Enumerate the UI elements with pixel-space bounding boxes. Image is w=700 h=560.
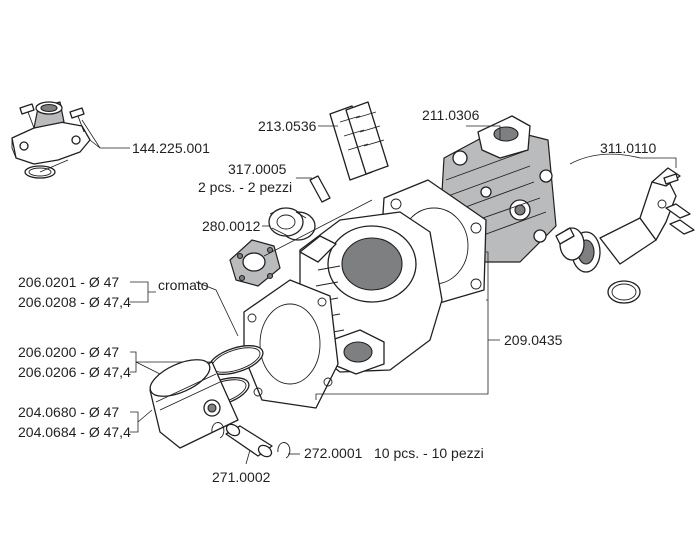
needle-bearing [268,207,316,241]
leader-209 [315,251,500,400]
manifold-screw-right [69,107,85,133]
label-cromato: cromato [158,277,209,293]
fitting-screws-right [665,203,695,235]
label-206-0201: 206.0201 - Ø 47 [18,274,119,290]
label-213-0536: 213.0536 [258,118,317,134]
label-206-0208: 206.0208 - Ø 47,4 [18,294,131,310]
leader-cromato [195,281,239,337]
circlip-left [211,422,225,439]
label-206-0200: 206.0200 - Ø 47 [18,344,119,360]
label-271-0002: 271.0002 [212,469,271,485]
dowel-pin [296,175,331,203]
piston [149,359,239,449]
label-272-0001: 272.0001 [304,445,363,461]
circlip-right [277,442,300,459]
leader-206-a [130,281,156,303]
leader-flange [263,199,373,257]
hose-clamp [555,227,585,261]
label-280-0012: 280.0012 [202,218,261,234]
label-209-0435: 209.0435 [504,332,563,348]
label-204-0684: 204.0684 - Ø 47,4 [18,424,131,440]
leader-271 [245,449,251,465]
label-206-0206: 206.0206 - Ø 47,4 [18,364,131,380]
leader-204 [130,409,153,433]
base-gasket [243,279,339,409]
reed-petal-pair [329,101,389,181]
label-144-225-001: 144.225.001 [132,140,210,156]
fitting-o-ring [607,280,641,304]
label-317-0005: 317.0005 [228,161,287,177]
intake-manifold [11,101,91,179]
label-204-0680: 204.0680 - Ø 47 [18,404,119,420]
leader-144 [39,119,130,173]
label-211-0306: 211.0306 [422,107,480,123]
cylinder [299,211,443,375]
leader-311 [569,153,677,168]
label-317-qty: 2 pcs. - 2 pezzi [198,179,292,195]
piston-pin [225,423,273,458]
leader-211 [466,125,501,140]
label-311-0110: 311.0110 [600,140,657,156]
label-272-qty: 10 pcs. - 10 pezzi [374,445,484,461]
exhaust-flange [229,239,281,287]
water-fitting [571,167,681,273]
fitting-screw-top [663,173,679,185]
manifold-screw-left [19,103,35,129]
